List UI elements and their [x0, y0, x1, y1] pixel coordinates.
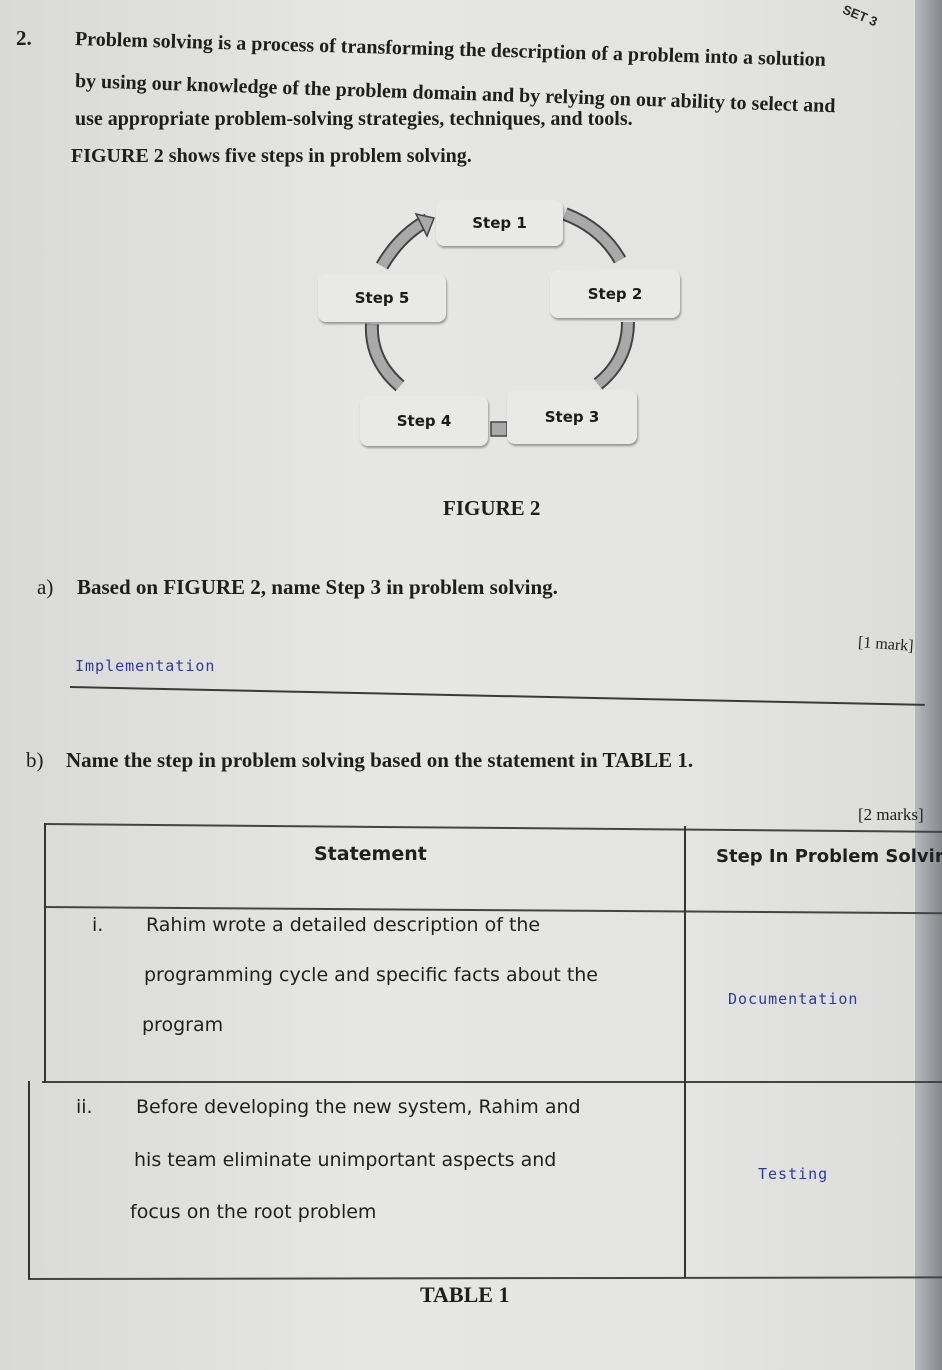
step-5-box: Step 5	[318, 274, 446, 322]
step-4-box: Step 4	[360, 396, 488, 446]
question-number: 2.	[16, 26, 32, 50]
statement-line: Before developing the new system, Rahim …	[136, 1096, 581, 1118]
statement-line: focus on the root problem	[130, 1201, 377, 1223]
row-number: ii.	[76, 1096, 93, 1118]
step-3-box: Step 3	[507, 390, 637, 444]
table-border-left-upper	[44, 823, 46, 1083]
answer-field-row-2[interactable]: Testing	[758, 1165, 829, 1183]
part-a-text: Based on FIGURE 2, name Step 3 in proble…	[77, 575, 558, 599]
table-column-divider	[684, 826, 686, 1278]
step-1-box: Step 1	[436, 200, 563, 246]
table-border-row	[42, 1081, 942, 1083]
part-a-question: a) Based on FIGURE 2, name Step 3 in prob…	[37, 575, 558, 600]
statement-line: Rahim wrote a detailed description of th…	[146, 914, 541, 936]
intro-line-3: use appropriate problem-solving strategi…	[75, 108, 633, 130]
problem-solving-cycle-diagram: Step 1 Step 2 Step 3 Step 4 Step 5	[300, 190, 700, 460]
part-b-label: b)	[26, 748, 44, 772]
figure-intro: FIGURE 2 shows five steps in problem sol…	[71, 145, 472, 167]
table-border-left-lower	[28, 1081, 30, 1279]
page-edge-shadow	[915, 0, 942, 1370]
part-a-answer-field[interactable]: Implementation	[75, 657, 216, 675]
answer-field-row-1[interactable]: Documentation	[728, 990, 859, 1008]
figure-caption: FIGURE 2	[443, 496, 541, 520]
part-a-label: a)	[37, 575, 54, 599]
statement-line: programming cycle and specific facts abo…	[144, 964, 598, 986]
part-b-question: b) Name the step in problem solving based…	[26, 748, 693, 773]
part-a-marks: [1 mark]	[857, 634, 915, 655]
table-header-step: Step In Problem Solving	[716, 846, 942, 867]
step-2-box: Step 2	[550, 270, 680, 318]
table-header-statement: Statement	[314, 843, 427, 865]
table-caption: TABLE 1	[420, 1282, 510, 1307]
row-number: i.	[92, 914, 104, 936]
statement-line: program	[142, 1014, 224, 1036]
part-b-marks: [2 marks]	[858, 805, 924, 824]
statement-line: his team eliminate unimportant aspects a…	[134, 1149, 557, 1171]
cycle-arrows-icon	[364, 207, 635, 437]
part-b-text: Name the step in problem solving based o…	[66, 748, 694, 772]
